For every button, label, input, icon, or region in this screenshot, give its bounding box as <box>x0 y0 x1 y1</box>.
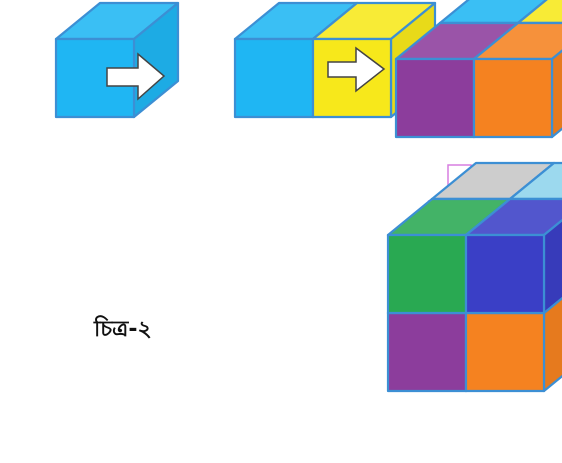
cube-top-face <box>508 161 562 201</box>
cube-front-face <box>54 37 136 119</box>
step-3-four-cubes <box>394 0 562 139</box>
cube-top-face <box>516 0 562 25</box>
cube-front-face <box>394 57 476 139</box>
cube-front-face <box>464 311 546 393</box>
cube-front-face <box>233 37 315 119</box>
orange-cube <box>472 21 562 139</box>
cube-front-face <box>386 233 468 315</box>
cube-front-face <box>472 57 554 139</box>
step-1-single-cube <box>54 1 180 119</box>
right-arrow-2 <box>327 46 386 93</box>
blue-cube <box>54 1 180 119</box>
cube-front-face <box>311 37 393 119</box>
right-arrow-icon <box>327 46 386 93</box>
step-4-eight-cubes <box>386 161 562 393</box>
cube-front-face <box>386 311 468 393</box>
right-arrow-icon <box>106 52 166 101</box>
figure-caption: চিত্র-২ <box>94 317 152 342</box>
cube-front-face <box>464 233 546 315</box>
right-arrow-1 <box>106 52 166 101</box>
indigo-cube <box>464 197 562 315</box>
